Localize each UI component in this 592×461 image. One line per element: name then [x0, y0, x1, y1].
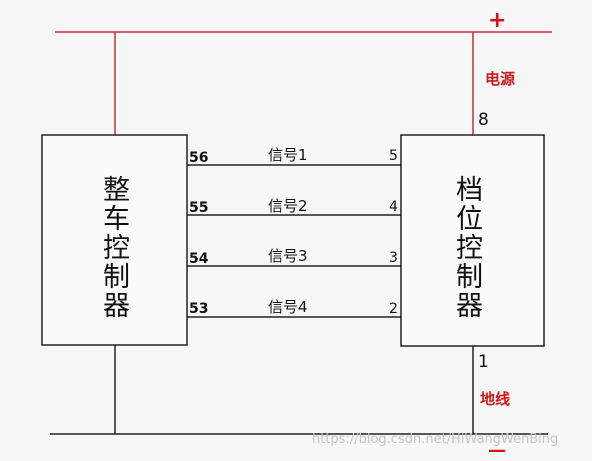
signal-label-2: 信号2	[268, 197, 308, 215]
ground-label: 地线	[480, 390, 511, 408]
signal-label-1: 信号1	[268, 146, 308, 164]
gear-pin-3: 3	[389, 250, 398, 266]
vcu-pin-56: 56	[189, 150, 209, 166]
power-sign: +	[488, 8, 507, 33]
vcu-box	[41, 134, 188, 346]
signal-label-4: 信号4	[268, 298, 308, 316]
ground-sign: —	[488, 440, 506, 461]
gear-box	[400, 134, 545, 347]
power-label: 电源	[485, 70, 516, 88]
gear-pin-ground: 1	[478, 352, 489, 372]
signal-label-3: 信号3	[268, 247, 308, 265]
gear-pin-5: 5	[389, 148, 398, 164]
vcu-title: 整车控制器	[98, 175, 129, 320]
gear-pin-4: 4	[389, 199, 398, 215]
watermark: https://blog.csdn.net/HiWangWenBing	[312, 432, 559, 447]
vcu-pin-53: 53	[189, 301, 209, 317]
vcu-pin-54: 54	[189, 251, 209, 267]
vcu-pin-55: 55	[189, 200, 209, 216]
gear-title: 档位控制器	[451, 175, 482, 320]
gear-pin-2: 2	[389, 301, 398, 317]
gear-pin-power: 8	[478, 110, 489, 130]
